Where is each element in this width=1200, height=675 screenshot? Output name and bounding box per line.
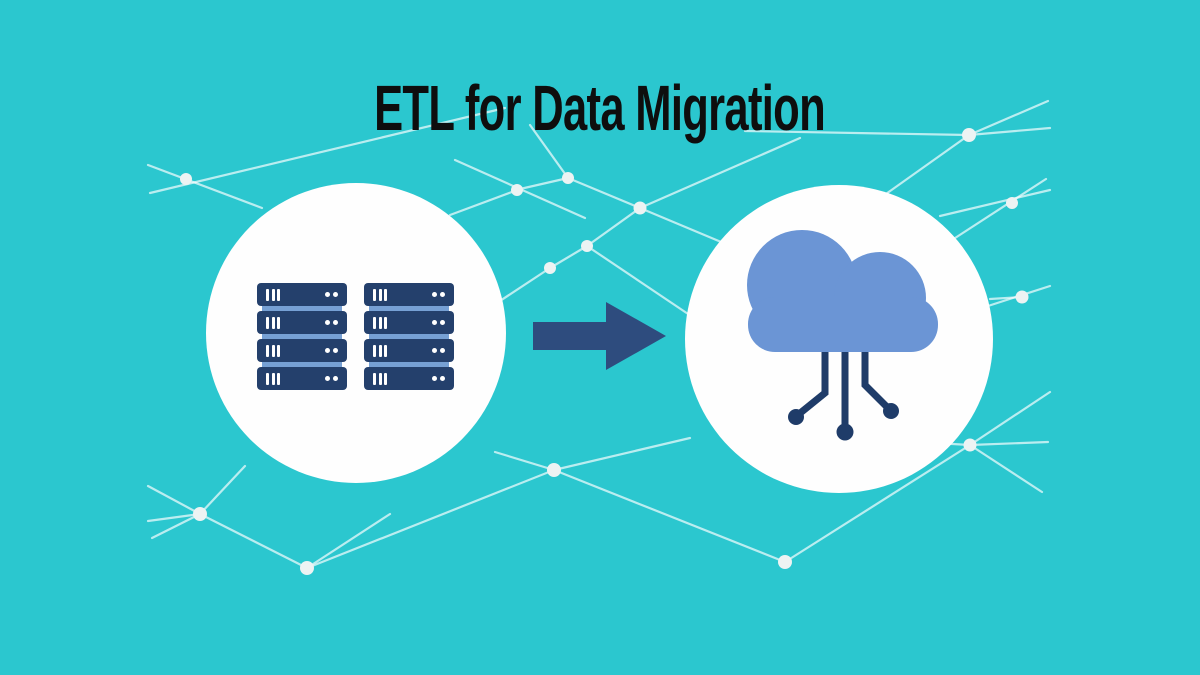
network-node [544, 262, 556, 274]
network-line [566, 176, 642, 210]
server-vents [373, 316, 387, 329]
network-line [968, 390, 1052, 447]
network-line [585, 206, 642, 248]
network-line [528, 123, 570, 180]
server-unit [364, 311, 454, 334]
network-line [146, 512, 202, 523]
network-node [963, 438, 977, 452]
network-node [1006, 197, 1018, 209]
server-vents [266, 316, 280, 329]
server-vents [266, 344, 280, 357]
server-leds [431, 376, 445, 381]
circuit-dot-left [788, 409, 804, 425]
server-vents [373, 372, 387, 385]
server-leds [324, 320, 338, 325]
arrow-shape [533, 302, 666, 370]
network-line [552, 436, 692, 472]
server-vents [266, 372, 280, 385]
circuit-dot-center [836, 423, 854, 441]
cloud-circuit-icon [747, 230, 938, 441]
server-unit [257, 367, 347, 390]
network-line [198, 512, 309, 570]
network-node [300, 561, 314, 575]
network-line [585, 244, 702, 324]
server-leds [324, 348, 338, 353]
network-line [305, 468, 556, 570]
network-line [198, 464, 247, 516]
server-leds [431, 292, 445, 297]
circuit-line-left [796, 335, 829, 417]
network-line [150, 512, 202, 540]
server-separator [369, 362, 449, 367]
network-line [950, 177, 1048, 242]
target-cloud-circle [685, 185, 993, 493]
server-separator [369, 334, 449, 339]
network-line [938, 188, 1052, 218]
server-separator [262, 334, 342, 339]
server-unit [257, 283, 347, 306]
server-separator [262, 306, 342, 311]
network-node [778, 555, 792, 569]
network-line [968, 440, 1050, 447]
server-stack [364, 283, 454, 390]
network-line [148, 106, 507, 195]
network-node [633, 201, 647, 215]
network-line [448, 187, 522, 217]
server-leds [324, 376, 338, 381]
server-vents [373, 344, 387, 357]
network-line [493, 450, 556, 472]
network-node [547, 463, 561, 477]
server-leds [324, 292, 338, 297]
server-unit [364, 283, 454, 306]
server-unit [257, 339, 347, 362]
server-separator [369, 306, 449, 311]
network-line [638, 136, 802, 210]
server-vents [373, 288, 387, 301]
network-node [962, 128, 976, 142]
network-line [305, 512, 392, 570]
network-node [1015, 290, 1029, 304]
cloud-base [748, 297, 938, 352]
network-line [146, 163, 264, 210]
source-servers-circle [206, 183, 506, 483]
network-node [581, 240, 593, 252]
network-node [562, 172, 574, 184]
server-leds [431, 320, 445, 325]
server-unit [364, 339, 454, 362]
arrow-right-icon [533, 302, 666, 370]
server-stack [257, 283, 347, 390]
network-line [146, 484, 202, 516]
network-node [180, 173, 192, 185]
server-vents [266, 288, 280, 301]
network-line [552, 468, 787, 564]
server-leds [431, 348, 445, 353]
server-unit [364, 367, 454, 390]
network-line [743, 129, 971, 137]
network-line [518, 176, 570, 191]
network-node [193, 507, 207, 521]
network-line [968, 443, 1044, 494]
server-unit [257, 311, 347, 334]
network-line [783, 443, 972, 564]
network-line [967, 126, 1052, 137]
network-line [548, 244, 589, 270]
network-node [511, 184, 523, 196]
server-separator [262, 362, 342, 367]
server-rack-icon [257, 283, 454, 390]
circuit-dot-right [883, 403, 899, 419]
network-line [967, 99, 1050, 137]
